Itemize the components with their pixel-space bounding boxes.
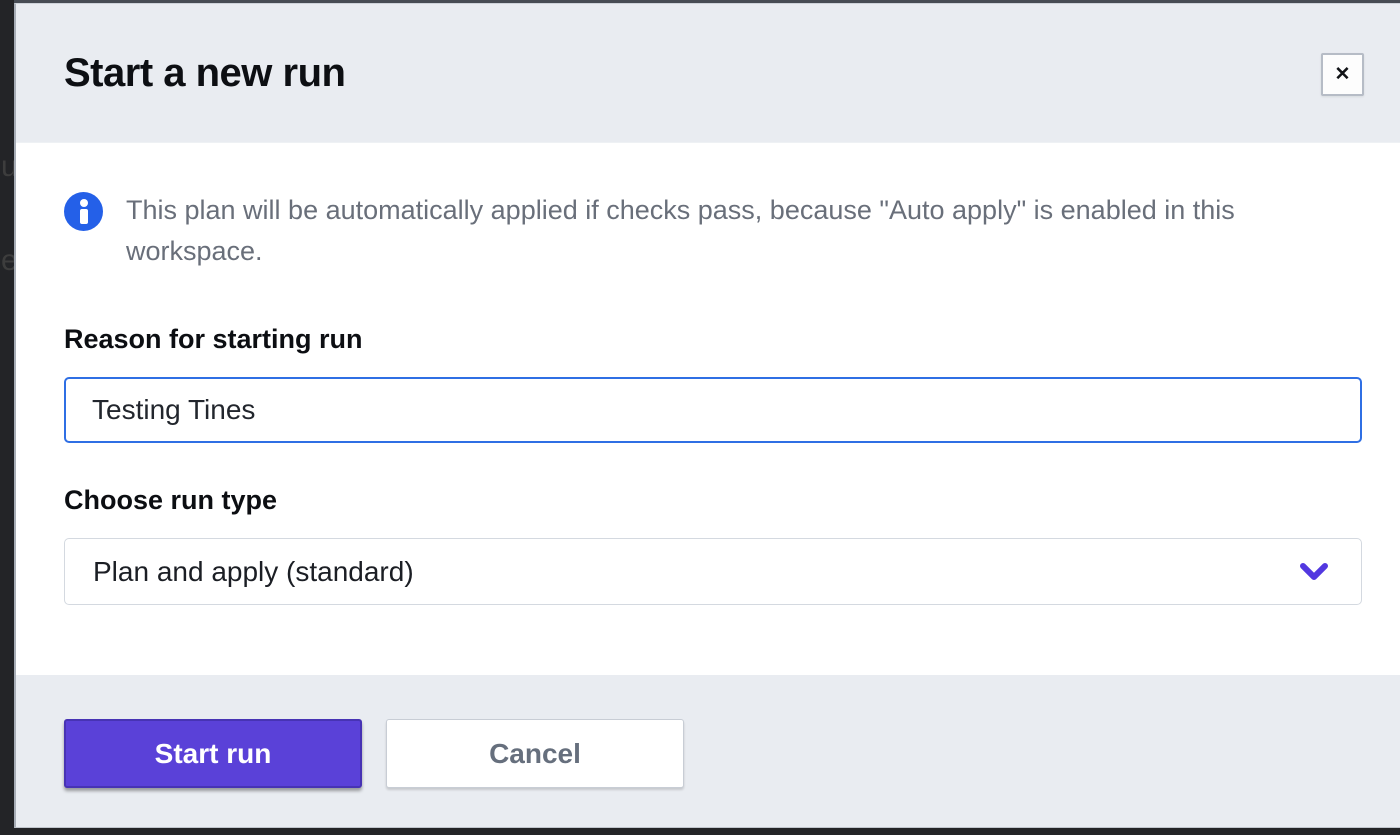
close-button[interactable]: ✕ [1321,53,1364,96]
info-banner: This plan will be automatically applied … [64,190,1362,272]
info-banner-text: This plan will be automatically applied … [126,195,1235,266]
backdrop-text-fragment: u [1,150,18,183]
chevron-down-icon [1300,562,1328,580]
close-icon: ✕ [1334,64,1351,85]
backdrop-top-edge [14,0,1400,3]
info-icon [64,192,103,231]
modal-title: Start a new run [64,50,346,95]
backdrop-text-fragment: e [1,244,18,277]
modal-header: Start a new run ✕ [16,4,1400,143]
reason-input[interactable] [64,377,1362,443]
start-run-button[interactable]: Start run [64,719,362,788]
modal-footer: Start run Cancel [16,675,1400,827]
run-type-selected-value: Plan and apply (standard) [93,555,414,587]
cancel-button[interactable]: Cancel [386,719,684,788]
modal-body: This plan will be automatically applied … [16,143,1400,675]
run-type-label: Choose run type [64,485,278,515]
start-run-modal: Start a new run ✕ This plan will be auto… [14,3,1400,828]
run-type-select[interactable]: Plan and apply (standard) [64,538,1362,605]
reason-label: Reason for starting run [64,324,363,354]
